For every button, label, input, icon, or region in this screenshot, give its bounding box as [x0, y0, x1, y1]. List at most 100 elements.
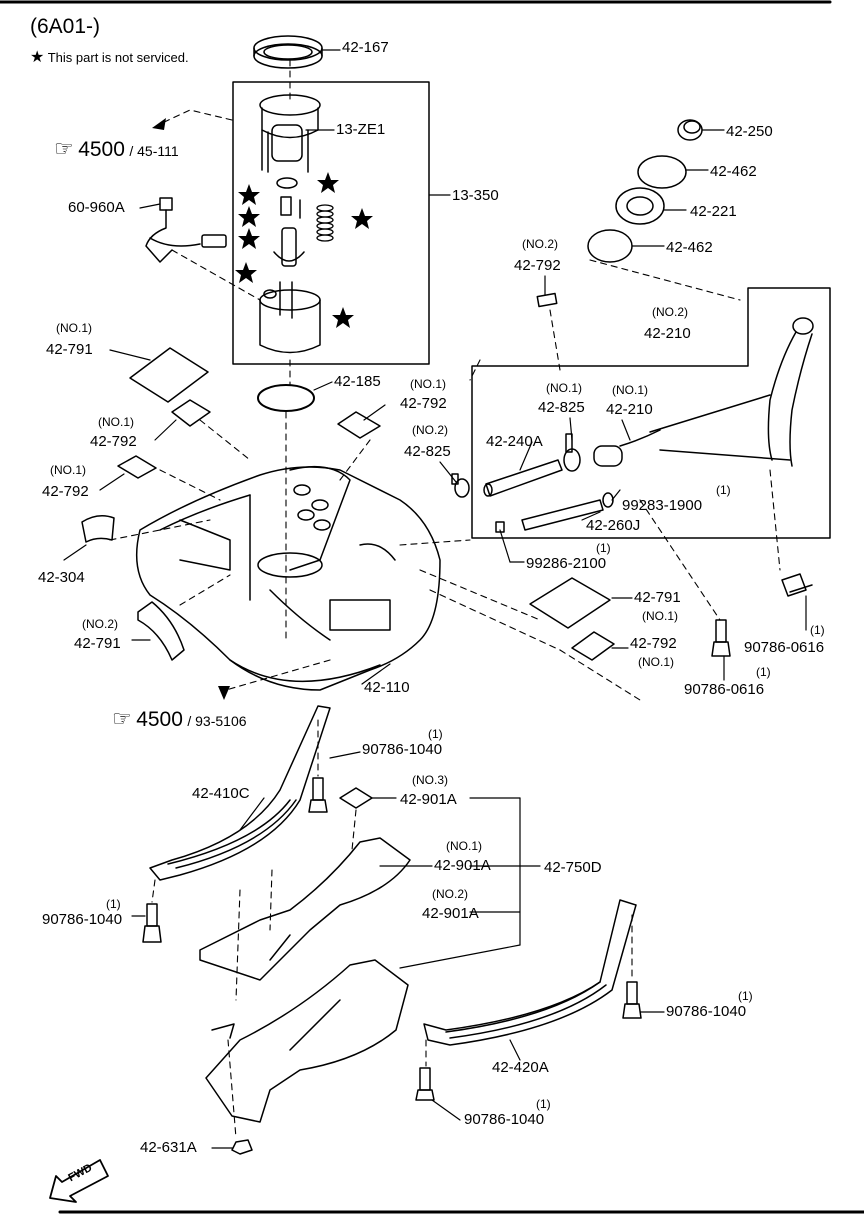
part-label-13-350[interactable]: 13-350 [452, 187, 499, 204]
part-label-90786-1040-a[interactable]: 90786-1040 [362, 741, 443, 758]
ref-figure: / 93-5106 [187, 713, 247, 729]
part-label-13-ZE1[interactable]: 13-ZE1 [336, 121, 386, 138]
star-icon: ★ [30, 49, 45, 66]
part-label-42-750D[interactable]: 42-750D [544, 859, 602, 876]
qty-42-210-no2: (NO.2) [652, 305, 688, 319]
qty-90786-1040-d: (1) [536, 1097, 551, 1111]
strap-42-420A [423, 899, 637, 1046]
bolt-90786-0616-b [711, 619, 731, 657]
pad-42-791-left [129, 347, 209, 403]
pad-42-792-right [571, 631, 615, 661]
ref-group: 4500 [78, 138, 125, 161]
ring-42-167 [253, 35, 323, 69]
part-label-42-792-a[interactable]: 42-792 [400, 395, 447, 412]
gasket-42-185 [257, 384, 315, 412]
qty-42-792-c: (NO.1) [50, 463, 86, 477]
part-label-42-304[interactable]: 42-304 [38, 569, 85, 586]
qty-42-825-no1: (NO.1) [546, 381, 582, 395]
part-label-60-960A[interactable]: 60-960A [68, 199, 125, 216]
filler-neck-42-210 [593, 317, 814, 467]
part-label-42-792-right[interactable]: 42-792 [630, 635, 677, 652]
shield-42-901A-no2 [205, 959, 409, 1123]
qty-42-791-no1: (NO.1) [56, 321, 92, 335]
pad-42-304 [81, 515, 115, 543]
part-label-42-110[interactable]: 42-110 [364, 679, 410, 696]
part-label-42-792-no2[interactable]: 42-792 [514, 257, 561, 274]
hose-42-240A [483, 459, 563, 497]
pad-42-791-no2 [137, 601, 185, 661]
qty-90786-1040-c: (1) [738, 989, 753, 1003]
qty-42-791-no2: (NO.2) [82, 617, 118, 631]
part-label-42-185[interactable]: 42-185 [334, 373, 381, 390]
hose-42-260J [521, 492, 614, 531]
part-label-42-901A-no3[interactable]: 42-901A [400, 791, 457, 808]
part-label-42-462-upper[interactable]: 42-462 [710, 163, 757, 180]
qty-90786-1040-b: (1) [106, 897, 121, 911]
part-label-42-791-right[interactable]: 42-791 [634, 589, 681, 606]
part-label-90786-1040-c[interactable]: 90786-1040 [666, 1003, 747, 1020]
seal-42-221 [615, 187, 665, 225]
ref-link-45-111[interactable]: ☞ 4500 / 45-111 [54, 138, 179, 161]
qty-42-792-a: (NO.1) [410, 377, 446, 391]
part-label-99283-1900[interactable]: 99283-1900 [622, 497, 703, 514]
clamp-42-825-no2 [451, 473, 470, 498]
not-serviced-note: ★ This part is not serviced. [30, 50, 189, 66]
qty-42-792-right: (NO.1) [638, 655, 674, 669]
qty-42-791-right: (NO.1) [642, 609, 678, 623]
part-label-42-410C[interactable]: 42-410C [192, 785, 250, 802]
qty-42-901A-no3: (NO.3) [412, 773, 448, 787]
qty-42-825-no2: (NO.2) [412, 423, 448, 437]
fuel-tank-42-110 [135, 465, 441, 691]
part-label-42-420A[interactable]: 42-420A [492, 1059, 549, 1076]
filler-box [471, 287, 831, 539]
part-label-90786-1040-d[interactable]: 90786-1040 [464, 1111, 545, 1128]
ref-group: 4500 [136, 708, 183, 731]
qty-42-901A-no1: (NO.1) [446, 839, 482, 853]
qty-42-901A-no2: (NO.2) [432, 887, 468, 901]
pad-42-792-c [337, 411, 381, 439]
shield-42-901A-no3 [339, 787, 373, 809]
clip-42-462-lower [587, 229, 633, 263]
part-label-42-791-no2[interactable]: 42-791 [74, 635, 121, 652]
nut-42-631A [231, 1139, 253, 1155]
pad-42-792-no2-top [536, 292, 558, 308]
part-label-99286-2100[interactable]: 99286-2100 [526, 555, 607, 572]
part-label-90786-1040-b[interactable]: 90786-1040 [42, 911, 123, 928]
part-label-42-792-c[interactable]: 42-792 [42, 483, 89, 500]
qty-42-210-no1: (NO.1) [612, 383, 648, 397]
bolt-90786-1040-c [622, 981, 642, 1019]
part-label-42-260J[interactable]: 42-260J [586, 517, 641, 534]
part-label-42-221[interactable]: 42-221 [690, 203, 737, 220]
part-label-42-791-no1[interactable]: 42-791 [46, 341, 93, 358]
ref-link-93-5106[interactable]: ☞ 4500 / 93-5106 [112, 706, 247, 731]
qty-99283-1900: (1) [716, 483, 731, 497]
strap-42-410C [149, 705, 331, 881]
fwd-arrow-icon [49, 1159, 109, 1203]
part-label-42-210-no2[interactable]: 42-210 [644, 325, 691, 342]
pointing-hand-icon: ☞ [112, 706, 132, 731]
part-label-42-825-no2[interactable]: 42-825 [404, 443, 451, 460]
clamp-42-825-no1 [563, 433, 581, 472]
diagram-code: (6A01-) [30, 15, 101, 38]
bolt-90786-1040-a [308, 777, 328, 813]
pump-module-box [232, 81, 430, 365]
pump-module [259, 94, 334, 354]
clip-42-462-upper [637, 155, 687, 189]
part-label-90786-0616-a[interactable]: 90786-0616 [744, 639, 825, 656]
part-label-42-167[interactable]: 42-167 [342, 39, 389, 56]
part-label-90786-0616-b[interactable]: 90786-0616 [684, 681, 765, 698]
qty-42-792-no2: (NO.2) [522, 237, 558, 251]
part-label-42-210-no1[interactable]: 42-210 [606, 401, 653, 418]
part-label-42-631A[interactable]: 42-631A [140, 1139, 197, 1156]
part-label-42-901A-no2[interactable]: 42-901A [422, 905, 479, 922]
part-label-42-792-b[interactable]: 42-792 [90, 433, 137, 450]
part-label-42-825-no1[interactable]: 42-825 [538, 399, 585, 416]
part-label-42-901A-no1[interactable]: 42-901A [434, 857, 491, 874]
harness-60-960A [145, 197, 227, 263]
bolt-90786-1040-d [415, 1067, 435, 1101]
part-label-42-462-lower[interactable]: 42-462 [666, 239, 713, 256]
pad-42-792-b [117, 455, 157, 479]
part-label-42-250[interactable]: 42-250 [726, 123, 773, 140]
part-label-42-240A[interactable]: 42-240A [486, 433, 543, 450]
qty-99286-2100: (1) [596, 541, 611, 555]
